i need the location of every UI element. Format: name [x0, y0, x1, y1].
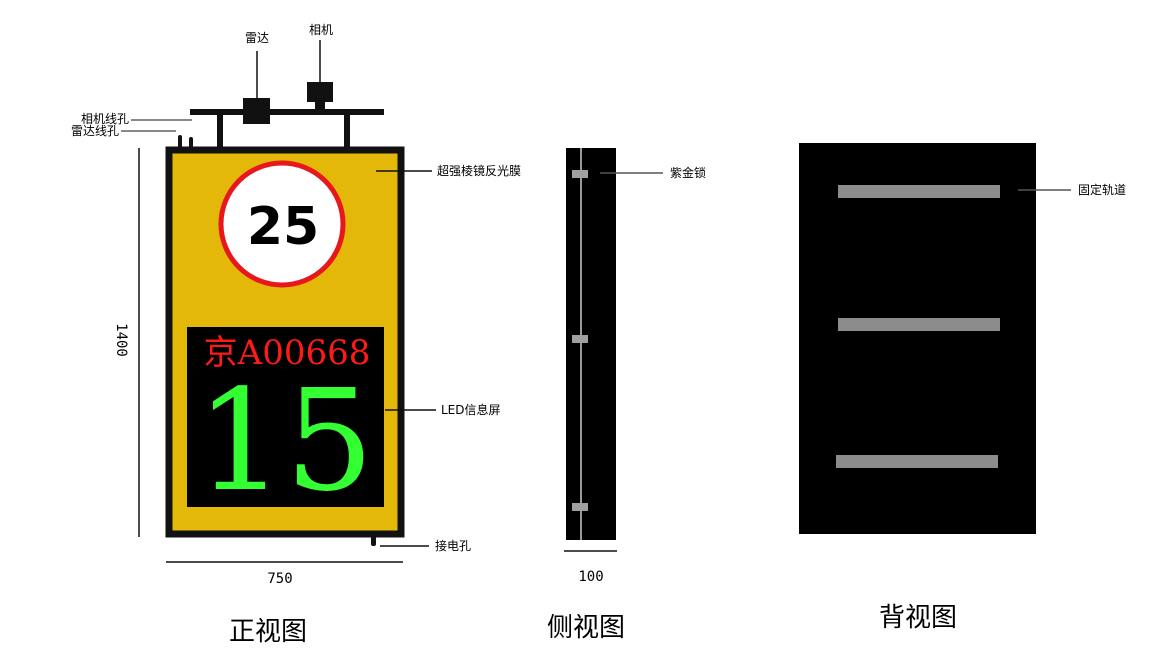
camera-label: 相机	[309, 23, 333, 37]
lock-bottom	[572, 503, 588, 511]
side-view-title: 侧视图	[547, 613, 625, 643]
mount-crossbar	[190, 109, 384, 115]
rail-middle	[838, 318, 1000, 331]
back-panel	[799, 143, 1036, 534]
front-view-title: 正视图	[229, 617, 307, 647]
height-dimension: 1400	[113, 323, 129, 357]
lock-top	[572, 170, 588, 178]
led-speed-value: 15	[196, 360, 374, 523]
rail-label: 固定轨道	[1078, 182, 1126, 197]
camera-cable-hole	[178, 135, 182, 150]
speed-limit-value: 25	[247, 197, 319, 257]
mount-leg-left	[217, 112, 223, 150]
lock-middle	[572, 335, 588, 343]
rail-top	[838, 185, 1000, 198]
width-dimension: 750	[267, 571, 292, 587]
mount-leg-right	[344, 112, 350, 150]
radar-label: 雷达	[245, 31, 269, 45]
back-view: 固定轨道 背视图	[799, 143, 1126, 633]
speed-limit-sign	[218, 160, 346, 288]
radar-hole-label: 雷达线孔	[71, 124, 119, 138]
back-view-title: 背视图	[879, 603, 957, 633]
plate-number: 京A00668	[204, 333, 371, 373]
power-hole	[371, 534, 376, 546]
reflective-film-label: 超强棱镜反光膜	[437, 163, 521, 178]
led-screen	[187, 327, 384, 507]
power-hole-label: 接电孔	[435, 538, 471, 553]
rail-bottom	[836, 455, 998, 468]
side-view: 紫金锁 100 侧视图	[547, 148, 706, 643]
camera-device	[307, 82, 333, 102]
radar-device	[243, 98, 270, 124]
camera-hole-label: 相机线孔	[81, 112, 129, 126]
lock-label: 紫金锁	[670, 165, 706, 180]
side-panel	[566, 148, 616, 540]
front-view: 雷达 相机 相机线孔 雷达线孔 25 京A00668 15 超强棱镜反光膜 LE…	[71, 23, 521, 647]
side-width-dimension: 100	[578, 569, 603, 585]
led-screen-label: LED信息屏	[441, 402, 501, 417]
